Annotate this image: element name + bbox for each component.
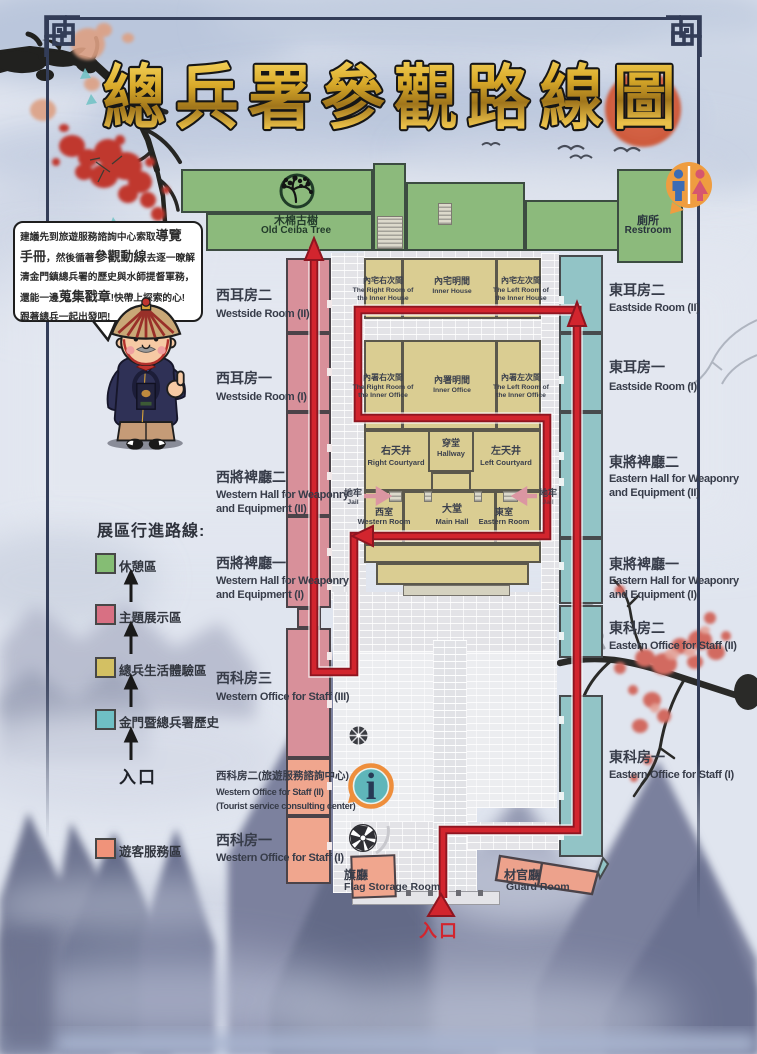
svg-text:總兵署參觀路線圖: 總兵署參觀路線圖 — [103, 60, 686, 138]
svg-text:i: i — [366, 766, 377, 808]
